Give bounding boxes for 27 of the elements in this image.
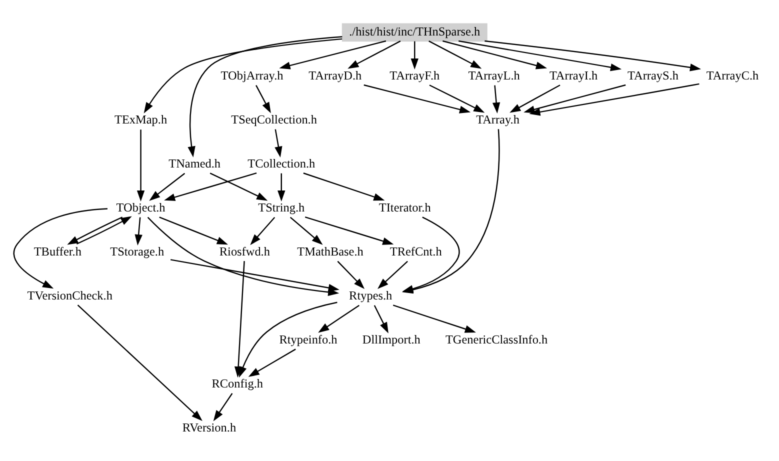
node-text: TObjArray.h [220, 68, 284, 83]
node-text: TArrayC.h [706, 68, 759, 83]
node-text: TMathBase.h [297, 244, 364, 259]
node-text: TSeqCollection.h [231, 112, 317, 127]
node-text: TIterator.h [378, 200, 431, 215]
node-text: Riosfwd.h [219, 244, 270, 259]
node-text: TExMap.h [114, 112, 168, 127]
node-text: Rtypes.h [349, 288, 392, 303]
node-text: TArrayL.h [468, 68, 520, 83]
node-text: TObject.h [116, 200, 166, 215]
node-text: TNamed.h [168, 156, 221, 171]
node-text: RConfig.h [212, 376, 263, 391]
node-text: TArray.h [476, 112, 520, 127]
node-text: TArrayF.h [390, 68, 440, 83]
node-text: TArrayI.h [549, 68, 598, 83]
node-text: TArrayD.h [308, 68, 362, 83]
node-text: TCollection.h [248, 156, 316, 171]
node-text: TRefCnt.h [390, 244, 442, 259]
node-text: RVersion.h [182, 420, 236, 435]
node-text: Rtypeinfo.h [279, 332, 338, 347]
node-text: TStorage.h [110, 244, 164, 259]
node-text: TString.h [258, 200, 305, 215]
node-text: TBuffer.h [34, 244, 82, 259]
node-text: TGenericClassInfo.h [445, 332, 548, 347]
node-text: TVersionCheck.h [27, 288, 112, 303]
node-text: TArrayS.h [628, 68, 679, 83]
node-text: DllImport.h [362, 332, 420, 347]
